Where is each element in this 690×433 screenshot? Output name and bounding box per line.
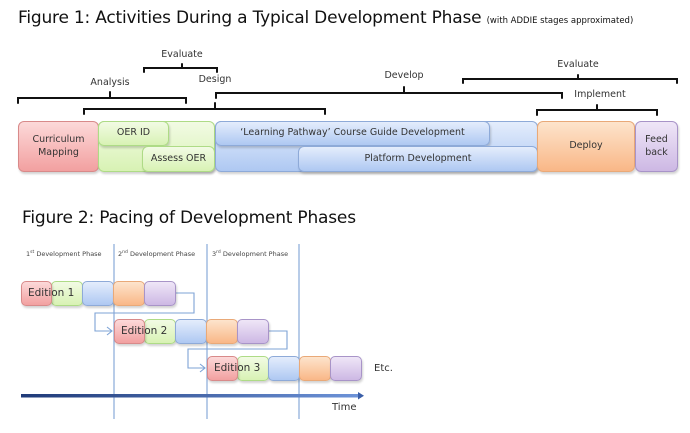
feedback-label: Feed back — [645, 133, 668, 158]
activity-assess-oer: Assess OER — [142, 146, 215, 172]
edition3-develop-box — [268, 356, 300, 381]
course-guide-label: ‘Learning Pathway’ Course Guide Developm… — [240, 127, 465, 139]
platform-label: Platform Development — [364, 152, 472, 164]
edition2-deploy-box — [206, 319, 238, 344]
edition1-feedback-box — [144, 281, 176, 306]
etc-label: Etc. — [374, 363, 393, 374]
activity-course-guide: ‘Learning Pathway’ Course Guide Developm… — [215, 121, 490, 146]
edition3-feedback-box — [330, 356, 362, 381]
stage-develop: Develop — [384, 70, 424, 81]
activity-feedback: Feed back — [635, 121, 678, 172]
stage-evaluate-right: Evaluate — [557, 59, 599, 70]
edition2-label: Edition 2 — [121, 325, 168, 338]
stage-design: Design — [198, 74, 232, 85]
time-label: Time — [332, 402, 357, 413]
bracket-implement — [536, 104, 658, 116]
phase-label-1: 1st Development Phase — [26, 250, 102, 259]
edition3-label: Edition 3 — [214, 362, 261, 375]
edition3-deploy-box — [299, 356, 331, 381]
edition2-analysis-box: Edition 2 — [114, 319, 167, 344]
assess-oer-label: Assess OER — [150, 152, 207, 164]
connector-edition2-to-3 — [187, 330, 288, 373]
bracket-develop — [215, 86, 563, 99]
oer-id-label: OER ID — [116, 127, 151, 139]
bracket-evaluate-left — [143, 63, 218, 73]
figure2-title: Figure 2: Pacing of Development Phases — [22, 208, 356, 228]
phase-label-3: 3rd Development Phase — [212, 250, 289, 259]
figure1-subtitle: (with ADDIE stages approximated) — [486, 16, 634, 26]
edition3-design-box — [237, 356, 269, 381]
activity-oer-id: OER ID — [98, 121, 169, 146]
bracket-design — [83, 102, 326, 115]
bracket-evaluate-right — [462, 74, 678, 84]
figure1-title-text: Figure 1: Activities During a Typical De… — [18, 8, 482, 28]
activity-platform: Platform Development — [298, 146, 538, 172]
bracket-analysis — [17, 91, 187, 104]
deploy-label: Deploy — [569, 140, 603, 152]
stage-analysis: Analysis — [90, 77, 130, 88]
edition3-analysis-box: Edition 3 — [207, 356, 260, 381]
stage-evaluate-left: Evaluate — [161, 49, 203, 60]
figure1-title: Figure 1: Activities During a Typical De… — [18, 8, 633, 28]
activity-curriculum-mapping: Curriculum Mapping — [18, 121, 99, 172]
edition1-develop-box — [82, 281, 114, 306]
edition1-label: Edition 1 — [28, 287, 75, 300]
activity-deploy: Deploy — [537, 121, 635, 172]
connector-edition1-to-2 — [94, 292, 195, 336]
curriculum-mapping-label: Curriculum Mapping — [32, 133, 85, 158]
phase-label-2: 2nd Development Phase — [118, 250, 196, 259]
edition1-analysis-box: Edition 1 — [21, 281, 74, 306]
time-axis — [21, 394, 359, 398]
edition2-feedback-box — [237, 319, 269, 344]
stage-implement: Implement — [574, 89, 626, 100]
time-axis-arrowhead — [358, 392, 364, 400]
edition1-deploy-box — [113, 281, 145, 306]
edition2-develop-box — [175, 319, 207, 344]
